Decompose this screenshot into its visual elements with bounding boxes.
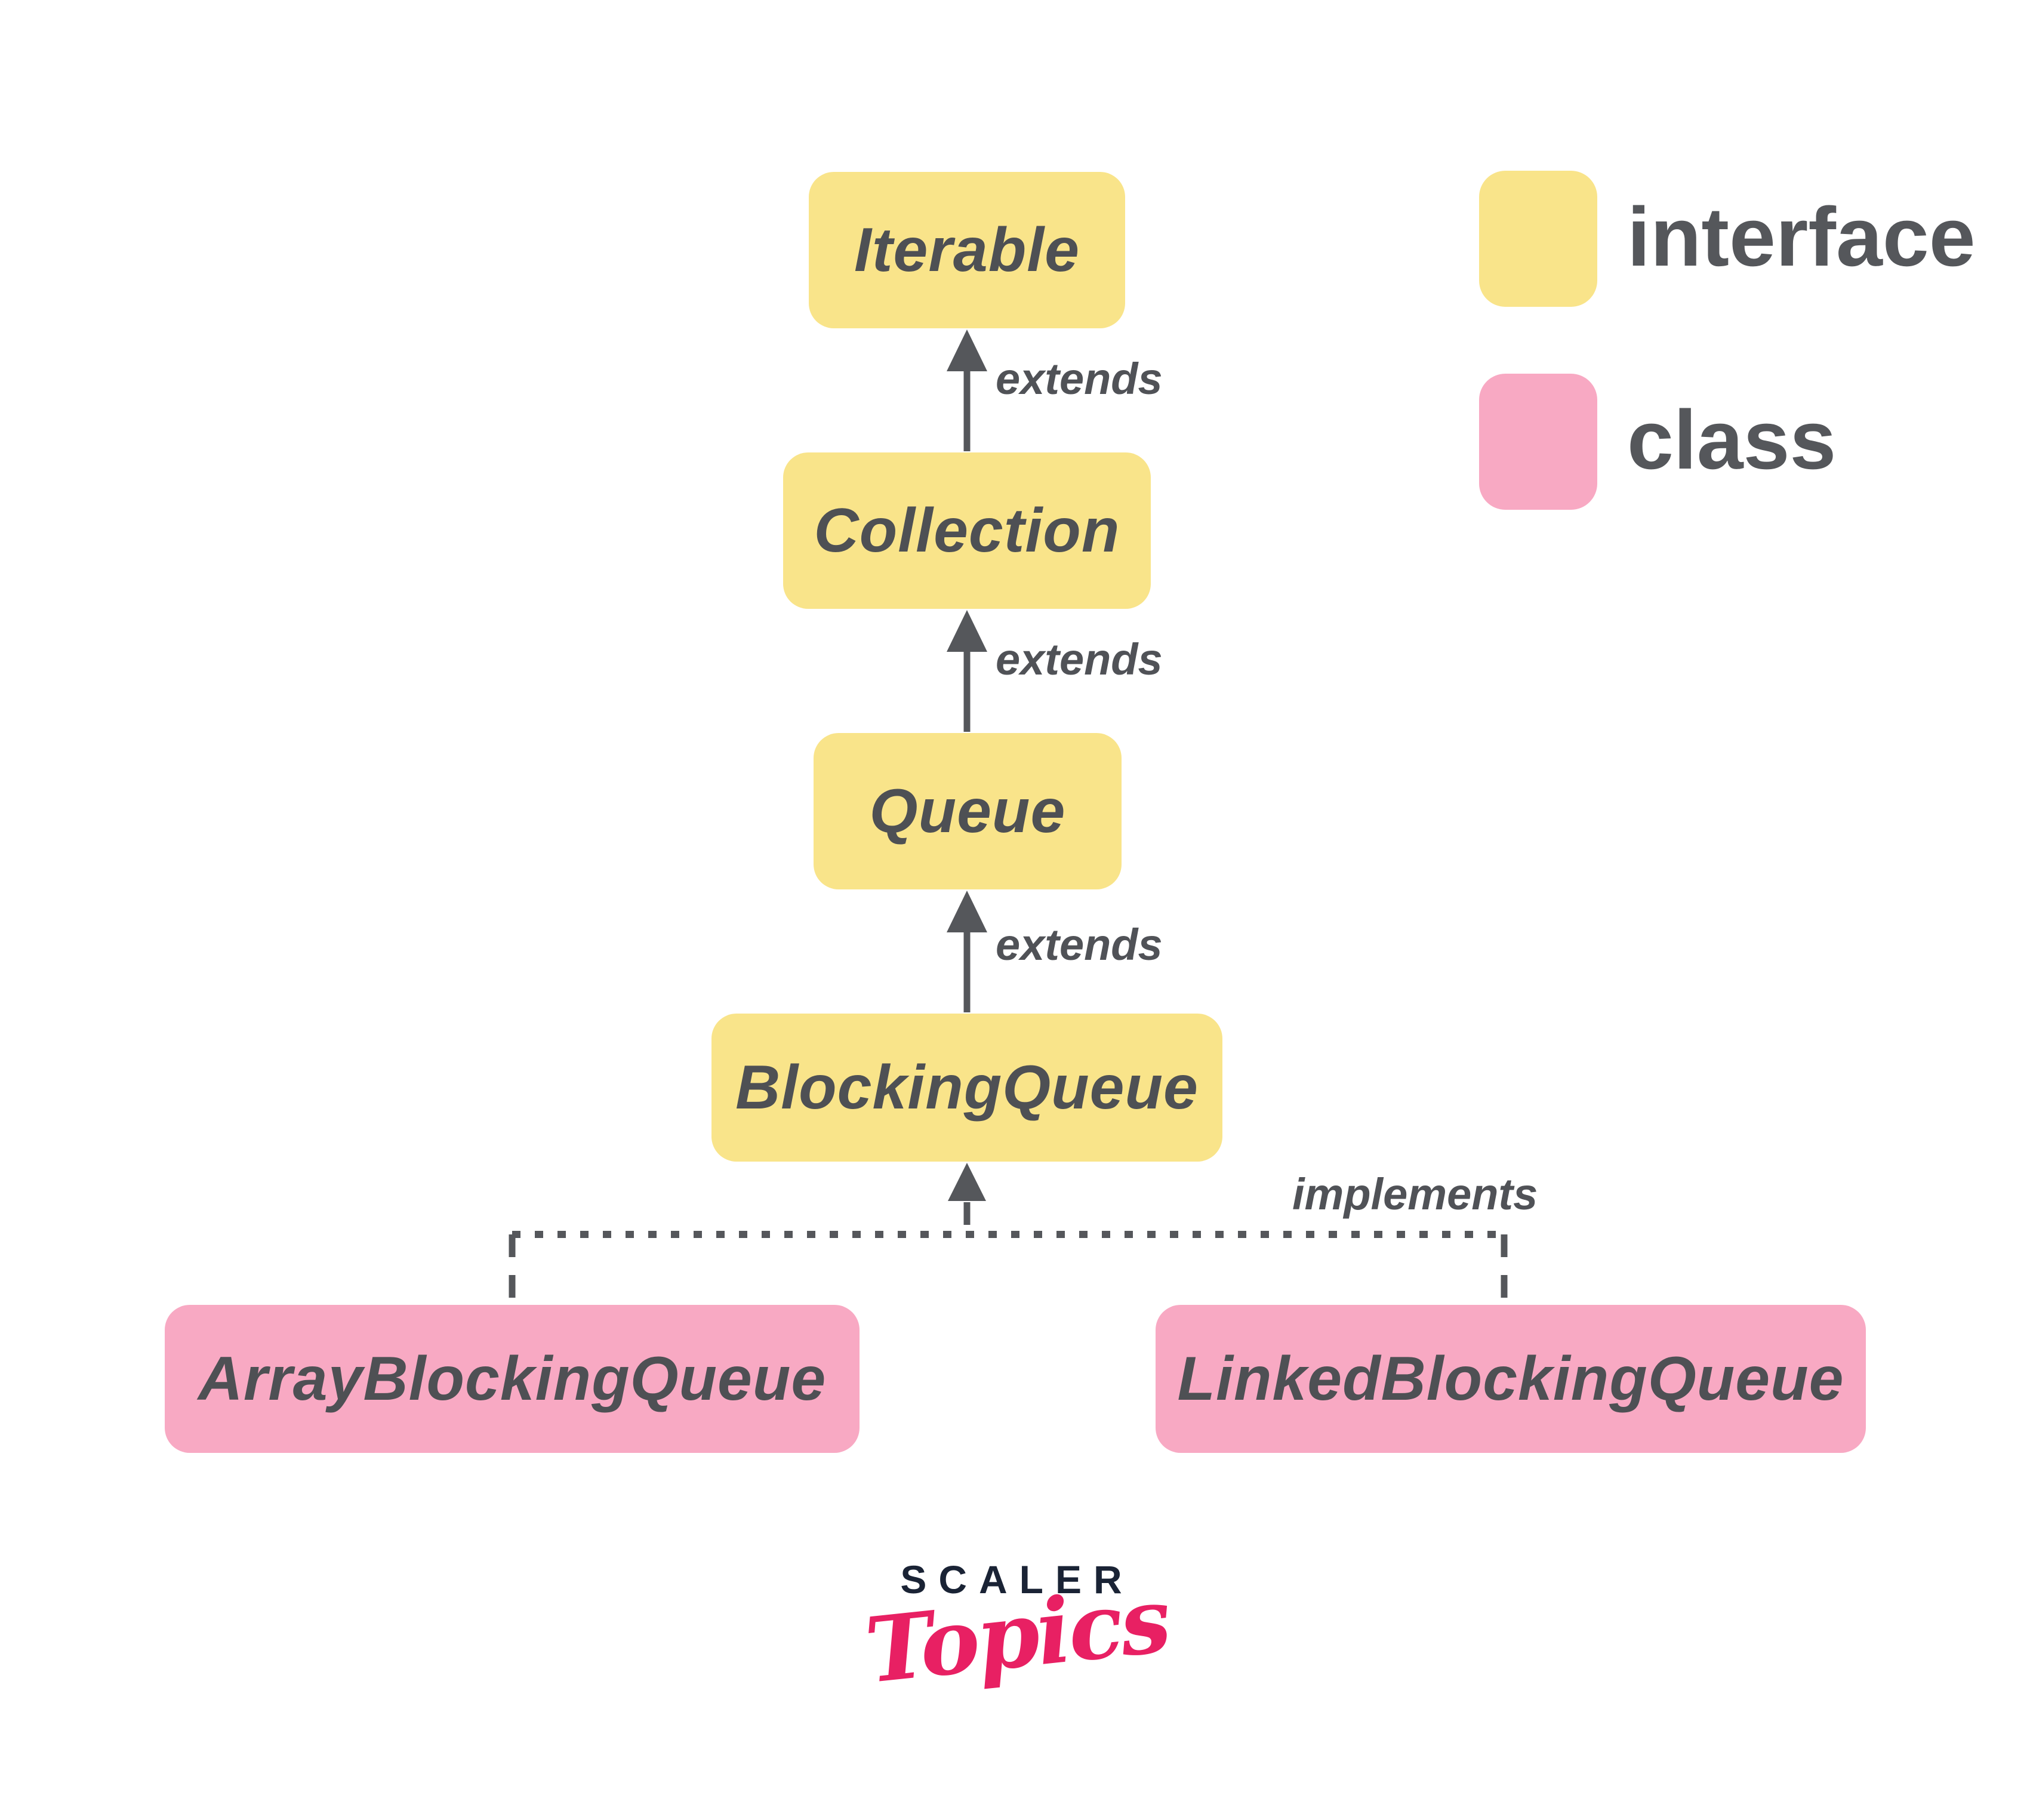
node-blockingqueue-label: BlockingQueue [735, 1052, 1199, 1122]
extends-arrow-queue-collection [947, 610, 987, 732]
node-queue: Queue [814, 733, 1122, 889]
node-blockingqueue: BlockingQueue [711, 1014, 1222, 1162]
edge-label-extends-2: extends [996, 635, 1163, 684]
node-collection-label: Collection [814, 495, 1120, 565]
legend-label-interface: interface [1627, 190, 1976, 284]
node-queue-label: Queue [869, 776, 1066, 846]
node-arrayblockingqueue: ArrayBlockingQueue [165, 1305, 860, 1453]
node-linkedblockingqueue: LinkedBlockingQueue [1156, 1305, 1866, 1453]
node-collection: Collection [783, 452, 1151, 609]
edge-label-implements: implements [1292, 1169, 1538, 1219]
node-linkedblockingqueue-label: LinkedBlockingQueue [1177, 1344, 1844, 1413]
scaler-wordmark: SCALER [900, 1557, 1134, 1602]
legend-swatch-interface [1479, 171, 1597, 307]
extends-arrow-blockingqueue-queue [947, 891, 987, 1012]
edge-label-extends-3: extends [996, 920, 1163, 969]
node-iterable: Iterable [809, 172, 1125, 328]
extends-arrow-collection-iterable [947, 329, 987, 451]
edge-label-extends-1: extends [996, 354, 1163, 404]
node-iterable-label: Iterable [854, 215, 1080, 285]
implements-connector [509, 1163, 1508, 1306]
legend-label-class: class [1627, 393, 1837, 486]
legend-swatch-class [1479, 374, 1597, 510]
node-arrayblockingqueue-label: ArrayBlockingQueue [198, 1344, 827, 1413]
